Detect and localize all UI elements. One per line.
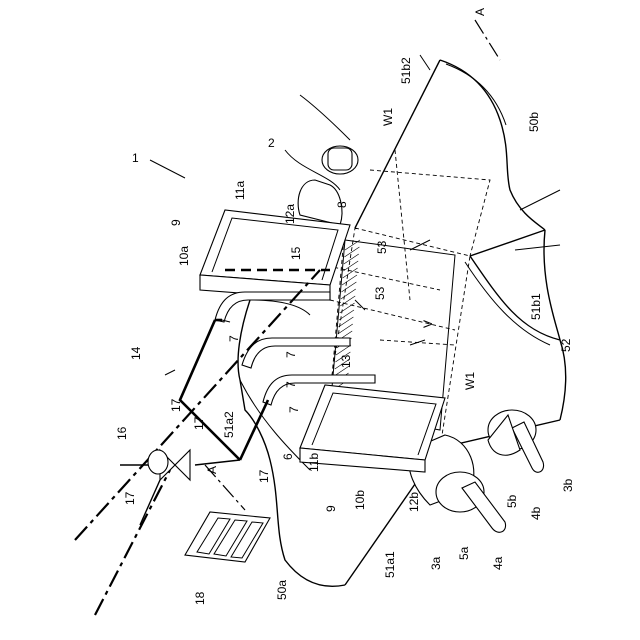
label-1: 1 — [132, 151, 139, 165]
label-W1a: W1 — [381, 108, 395, 126]
label-12a: 12a — [283, 204, 297, 224]
label-16: 16 — [115, 426, 129, 440]
label-4a: 4a — [491, 556, 505, 570]
label-2: 2 — [268, 136, 275, 150]
label-3b: 3b — [561, 478, 575, 492]
label-5b: 5b — [505, 494, 519, 508]
label-51a1: 51a1 — [383, 551, 397, 578]
vessel-10b — [300, 385, 445, 472]
label-11a: 11a — [233, 181, 247, 200]
label-8: 8 — [335, 201, 349, 208]
label-53b: 53 — [373, 286, 387, 300]
label-13: 13 — [339, 354, 353, 368]
label-4b: 4b — [529, 506, 543, 520]
valve-16 — [148, 450, 190, 480]
hatch-line — [342, 275, 357, 285]
label-17b: 17 — [192, 416, 206, 430]
label-7d: 7 — [287, 406, 301, 413]
label-50b: 50b — [527, 112, 541, 132]
label-7a: 7 — [227, 335, 241, 342]
roll-12a — [298, 146, 358, 225]
label-9b: 9 — [324, 505, 338, 512]
heater-18 — [185, 512, 270, 562]
hatch-line — [343, 261, 358, 271]
piping — [75, 270, 330, 615]
label-W1b: W1 — [463, 372, 477, 390]
label-A-bottom: A — [205, 466, 219, 474]
label-A-top: A — [473, 8, 487, 16]
label-18: 18 — [193, 591, 207, 605]
reference-labels: 1 2 3a 3b 4a 4b 5a 5b 6 7 7 7 7 8 9 9 10… — [115, 8, 575, 605]
label-51b2: 51b2 — [399, 57, 413, 84]
label-9a: 9 — [169, 219, 183, 226]
label-3a: 3a — [429, 556, 443, 570]
label-6: 6 — [281, 453, 295, 460]
label-15: 15 — [289, 246, 303, 260]
label-17c: 17 — [257, 469, 271, 483]
label-53a: 53 — [375, 240, 389, 254]
label-17a: 17 — [169, 398, 183, 412]
label-7c: 7 — [284, 381, 298, 388]
label-V: V — [421, 320, 435, 328]
label-51b1: 51b1 — [529, 293, 543, 320]
label-50a: 50a — [275, 580, 289, 600]
label-10b: 10b — [353, 490, 367, 510]
label-14: 14 — [129, 346, 143, 360]
vessel-10a — [200, 210, 350, 300]
label-11b: 11b — [307, 453, 321, 472]
label-5a: 5a — [457, 546, 471, 560]
label-52: 52 — [559, 338, 573, 352]
hatch-line — [344, 254, 359, 264]
label-7b: 7 — [284, 351, 298, 358]
label-17d: 17 — [123, 491, 137, 505]
label-10a: 10a — [177, 246, 191, 266]
hatch-line — [339, 310, 354, 320]
label-12b: 12b — [407, 492, 421, 512]
label-51a2: 51a2 — [222, 411, 236, 438]
hatch-line — [341, 282, 356, 292]
hatch-line — [340, 296, 355, 306]
hatch-line — [341, 289, 356, 299]
